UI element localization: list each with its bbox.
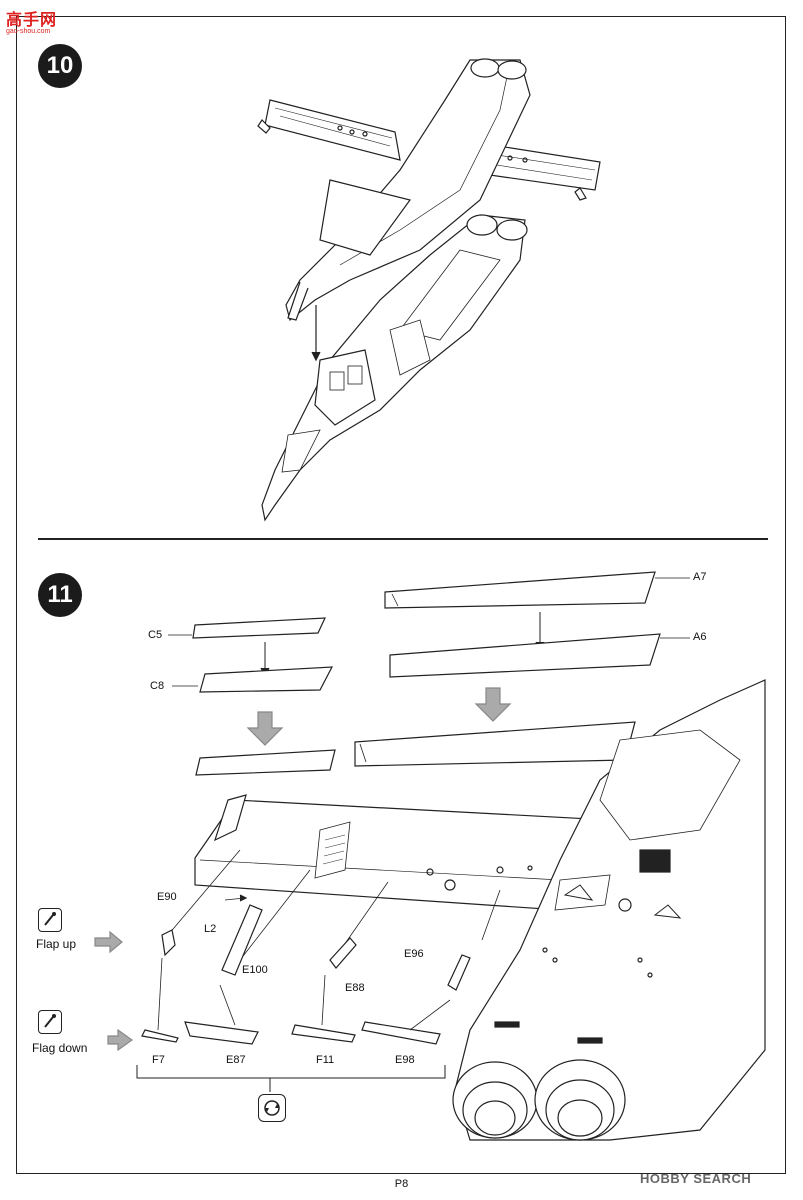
part-C5 bbox=[168, 617, 326, 639]
page-frame bbox=[16, 16, 786, 1174]
wing-assembly bbox=[194, 794, 611, 911]
step-11-badge: 11 bbox=[38, 573, 82, 617]
watermark-url: gao-shou.com bbox=[6, 28, 51, 35]
glue-tube-icon bbox=[38, 908, 62, 932]
part-E98 bbox=[361, 1021, 441, 1045]
step-10-badge: 10 bbox=[38, 44, 82, 88]
label-E88: E88 bbox=[345, 982, 365, 994]
label-L2: L2 bbox=[204, 923, 217, 935]
label-E87: E87 bbox=[226, 1054, 246, 1066]
part-E90 bbox=[161, 929, 176, 957]
part-E100 bbox=[221, 904, 263, 976]
watermark-chinese: 高手网 bbox=[6, 10, 58, 29]
flag-down-note: Flag down bbox=[32, 1041, 88, 1055]
fuselage-assembly bbox=[452, 679, 766, 1141]
label-F11: F11 bbox=[316, 1054, 335, 1066]
part-E96 bbox=[447, 954, 471, 991]
part-E87 bbox=[184, 1021, 259, 1045]
step-divider bbox=[38, 538, 768, 540]
label-E90: E90 bbox=[157, 891, 177, 903]
upper-fuselage-wing-part bbox=[257, 58, 601, 322]
glue-tube-icon bbox=[38, 1010, 62, 1034]
label-C8: C8 bbox=[150, 680, 165, 692]
part-E88 bbox=[329, 937, 357, 969]
label-E98: E98 bbox=[395, 1054, 415, 1066]
top-watermark: 高手网 gao-shou.com bbox=[6, 6, 76, 36]
bottom-watermark: HOBBY SEARCH bbox=[640, 1170, 800, 1190]
label-E100: E100 bbox=[242, 964, 268, 976]
down-arrow-right bbox=[474, 687, 512, 722]
flip-over-icon bbox=[258, 1094, 286, 1122]
label-A6: A6 bbox=[693, 631, 707, 643]
watermark-text: HOBBY SEARCH bbox=[640, 1171, 752, 1186]
part-C8 bbox=[172, 666, 334, 693]
label-E96: E96 bbox=[404, 948, 424, 960]
part-F7 bbox=[141, 1029, 179, 1043]
part-A7 bbox=[384, 571, 690, 609]
label-F7: F7 bbox=[152, 1054, 165, 1066]
down-arrow-left bbox=[246, 711, 284, 746]
label-C5: C5 bbox=[148, 629, 163, 641]
lower-fuselage-part bbox=[261, 214, 528, 522]
page-number: P8 bbox=[394, 1178, 409, 1190]
part-F11 bbox=[291, 1024, 356, 1043]
part-A6 bbox=[389, 633, 690, 678]
flap-up-note: Flap up bbox=[36, 937, 77, 951]
label-A7: A7 bbox=[693, 571, 707, 583]
